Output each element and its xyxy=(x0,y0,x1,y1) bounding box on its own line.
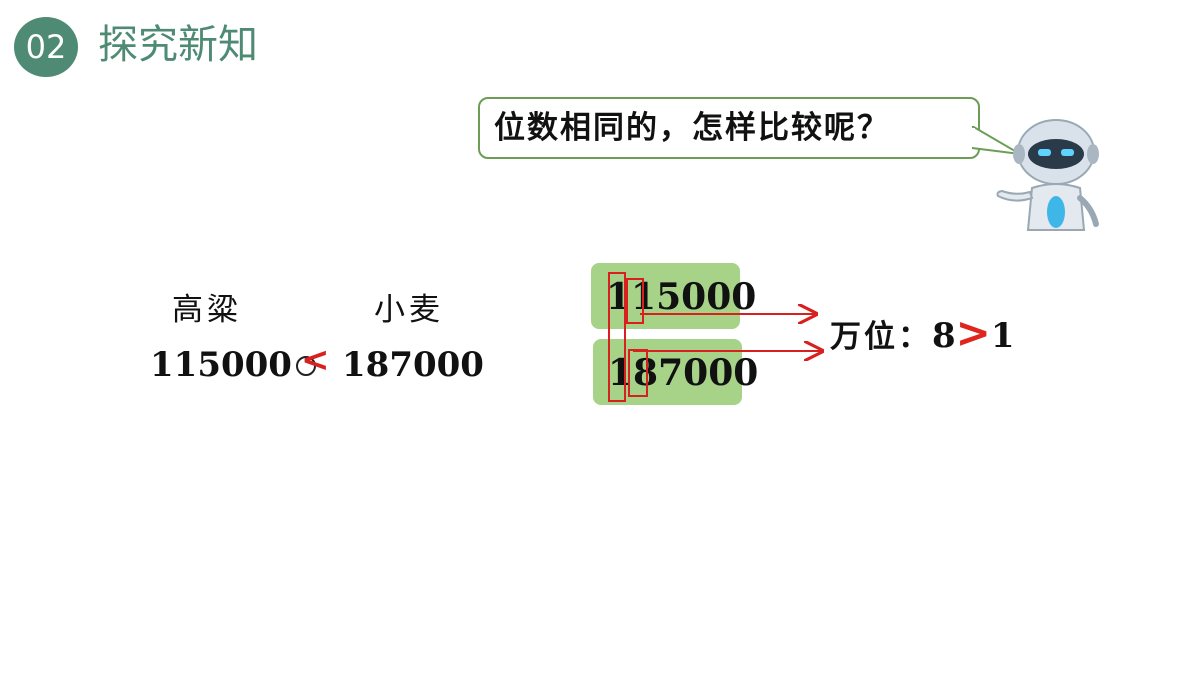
wheat-value: 187000 xyxy=(342,345,484,385)
top-number-box xyxy=(591,263,740,329)
section-title: 探究新知 xyxy=(98,22,258,68)
right-digit: 1 xyxy=(990,316,1015,356)
section-number-badge: 02 xyxy=(14,17,78,77)
label-sorghum: 高粱 xyxy=(172,292,242,328)
sorghum-value: 115000 xyxy=(150,345,292,385)
speech-bubble-tail xyxy=(972,126,1021,155)
result-line: 万位：8>1 xyxy=(830,308,1015,357)
robot-icon xyxy=(996,119,1099,231)
bottom-number: 187000 xyxy=(608,352,759,394)
speech-bubble-text: 位数相同的，怎样比较呢？ xyxy=(494,110,890,146)
label-wheat: 小麦 xyxy=(374,292,444,328)
greater-than-sign: > xyxy=(955,308,991,357)
top-number: 115000 xyxy=(606,276,757,318)
place-label: 万位： xyxy=(830,319,932,355)
top-ten-thousands-digit-mark xyxy=(626,278,644,324)
less-than-sign: < xyxy=(301,340,330,380)
answer-circle-mark xyxy=(296,356,316,376)
hundred-thousands-column-mark xyxy=(608,272,626,402)
speech-bubble xyxy=(478,97,980,159)
left-digit: 8 xyxy=(932,316,956,356)
